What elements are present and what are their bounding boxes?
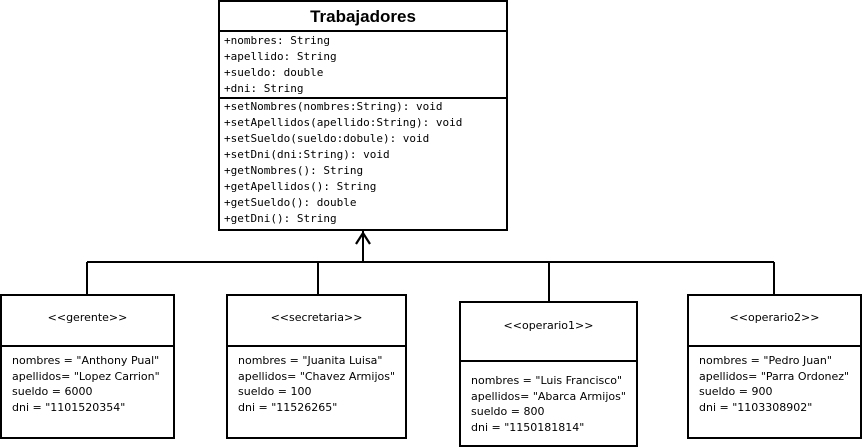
methods-list: +setNombres(nombres:String): void +setAp… bbox=[224, 99, 462, 227]
class-name-divider bbox=[220, 30, 506, 32]
object-stereotype: <<operario1>> bbox=[503, 319, 594, 332]
method-item: +getNombres(): String bbox=[224, 164, 364, 177]
object-value: dni = "11526265" bbox=[238, 400, 338, 414]
attribute-item: +sueldo: double bbox=[224, 66, 324, 79]
object-values: nombres = "Luis Francisco" apellidos= "A… bbox=[471, 373, 626, 435]
object-value: apellidos= "Chavez Armijos" bbox=[238, 369, 396, 383]
attribute-item: +nombres: String bbox=[224, 34, 330, 47]
method-item: +setSueldo(sueldo:dobule): void bbox=[224, 132, 430, 145]
object-divider bbox=[689, 345, 860, 347]
method-item: +setNombres(nombres:String): void bbox=[224, 100, 443, 113]
class-name: Trabajadores bbox=[310, 7, 416, 26]
arrow-head-icon bbox=[355, 230, 371, 245]
object-values: nombres = "Juanita Luisa" apellidos= "Ch… bbox=[238, 353, 395, 415]
method-item: +getDni(): String bbox=[224, 212, 337, 225]
attribute-item: +apellido: String bbox=[224, 50, 337, 63]
object-divider bbox=[461, 360, 636, 362]
object-stereotype: <<gerente>> bbox=[47, 311, 128, 324]
object-operario1: <<operario1>> nombres = "Luis Francisco"… bbox=[459, 301, 638, 447]
object-value: dni = "1101520354" bbox=[12, 400, 126, 414]
object-value: nombres = "Juanita Luisa" bbox=[238, 354, 383, 367]
object-value: sueldo = 900 bbox=[699, 385, 773, 399]
object-secretaria: <<secretaria>> nombres = "Juanita Luisa"… bbox=[226, 294, 407, 439]
object-gerente: <<gerente>> nombres = "Anthony Pual" ape… bbox=[0, 294, 175, 439]
object-stereotype: <<operario2>> bbox=[729, 311, 820, 324]
object-stereotype: <<secretaria>> bbox=[270, 311, 363, 324]
class-trabajadores: Trabajadores +nombres: String +apellido:… bbox=[218, 0, 508, 231]
object-value: sueldo = 6000 bbox=[12, 385, 93, 399]
object-value: apellidos= "Lopez Carrion" bbox=[12, 369, 160, 383]
object-value: dni = "1150181814" bbox=[471, 420, 585, 434]
object-value: apellidos= "Abarca Armijos" bbox=[471, 389, 626, 403]
attributes-divider bbox=[220, 97, 506, 99]
method-item: +getSueldo(): double bbox=[224, 196, 357, 209]
object-operario2: <<operario2>> nombres = "Pedro Juan" ape… bbox=[687, 294, 862, 439]
object-value: dni = "1103308902" bbox=[699, 400, 813, 414]
object-value: nombres = "Luis Francisco" bbox=[471, 374, 623, 387]
object-value: sueldo = 800 bbox=[471, 405, 545, 419]
object-values: nombres = "Pedro Juan" apellidos= "Parra… bbox=[699, 353, 849, 415]
method-item: +setApellidos(apellido:String): void bbox=[224, 116, 463, 129]
object-divider bbox=[228, 345, 405, 347]
object-value: nombres = "Anthony Pual" bbox=[12, 354, 160, 367]
object-values: nombres = "Anthony Pual" apellidos= "Lop… bbox=[12, 353, 160, 415]
object-divider bbox=[2, 345, 173, 347]
method-item: +getApellidos(): String bbox=[224, 180, 377, 193]
attributes-list: +nombres: String +apellido: String +suel… bbox=[224, 33, 337, 97]
object-value: sueldo = 100 bbox=[238, 385, 312, 399]
method-item: +setDni(dni:String): void bbox=[224, 148, 390, 161]
attribute-item: +dni: String bbox=[224, 82, 304, 95]
object-value: nombres = "Pedro Juan" bbox=[699, 354, 832, 367]
object-value: apellidos= "Parra Ordonez" bbox=[699, 369, 850, 383]
